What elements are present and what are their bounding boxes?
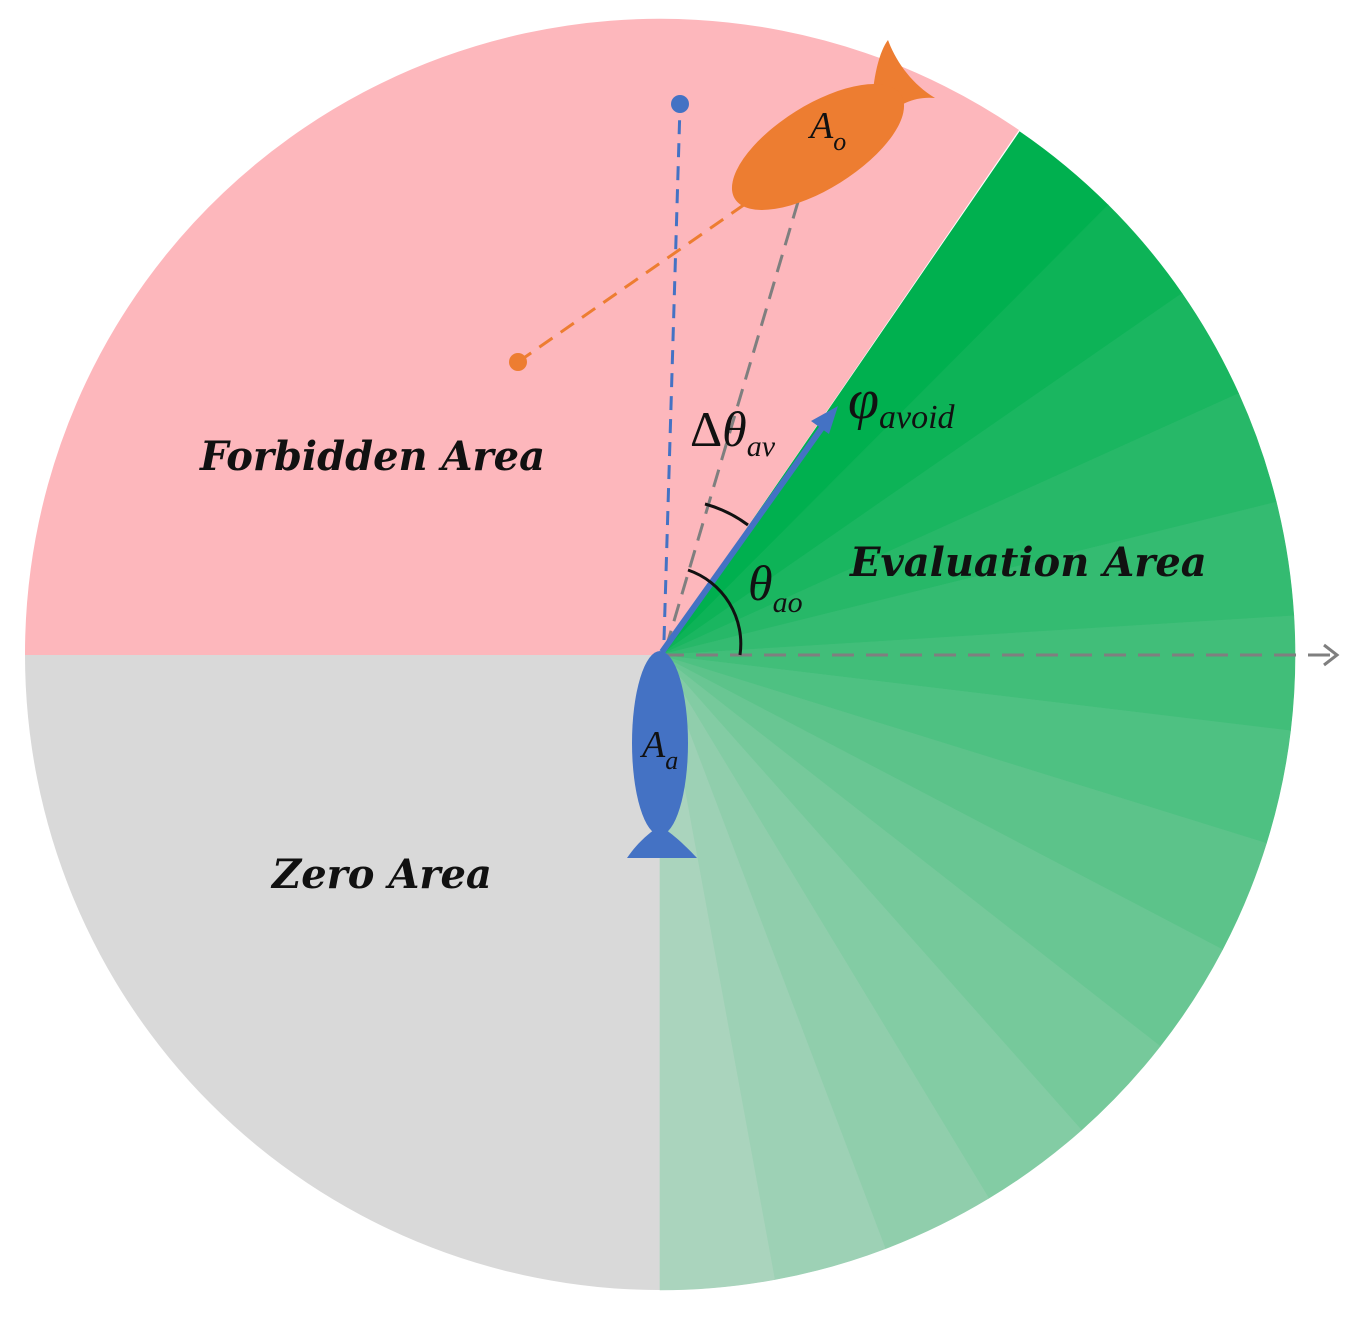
evaluation-area-region — [659, 131, 1296, 1291]
heading-endpoint-dot — [671, 95, 689, 113]
reference-axis-arrow — [1323, 643, 1340, 667]
avoid-direction-arrow-head — [811, 406, 838, 434]
heading-dashed-line — [662, 105, 682, 641]
zero-area-region — [25, 655, 660, 1290]
evaluation-area-label: Evaluation Area — [849, 539, 1207, 586]
evaluation-sector-14 — [659, 654, 775, 1291]
own-agent-fish — [627, 651, 697, 858]
obstacle-trajectory-dot — [509, 353, 527, 371]
delta-theta-av-label: Δθav — [690, 401, 776, 463]
own-agent-label: Aa — [639, 724, 678, 775]
own-agent-body — [632, 651, 688, 835]
forbidden-area-label: Forbidden Area — [199, 433, 545, 480]
theta-ao-arc — [687, 568, 743, 656]
own-agent-tail — [627, 826, 697, 858]
obstacle-agent-label: Ao — [807, 105, 846, 156]
delta-theta-arc — [704, 502, 749, 527]
obstacle-agent-fish — [731, 40, 935, 210]
phi-avoid-label: φavoid — [848, 369, 956, 436]
obstacle-trajectory-line — [517, 200, 749, 364]
obstacle-direction-line — [664, 194, 802, 649]
avoid-direction-arrow-line — [659, 423, 827, 654]
zero-area-label: Zero Area — [270, 851, 492, 898]
theta-ao-label: θao — [748, 555, 803, 619]
obstacle-agent-body — [731, 84, 905, 210]
